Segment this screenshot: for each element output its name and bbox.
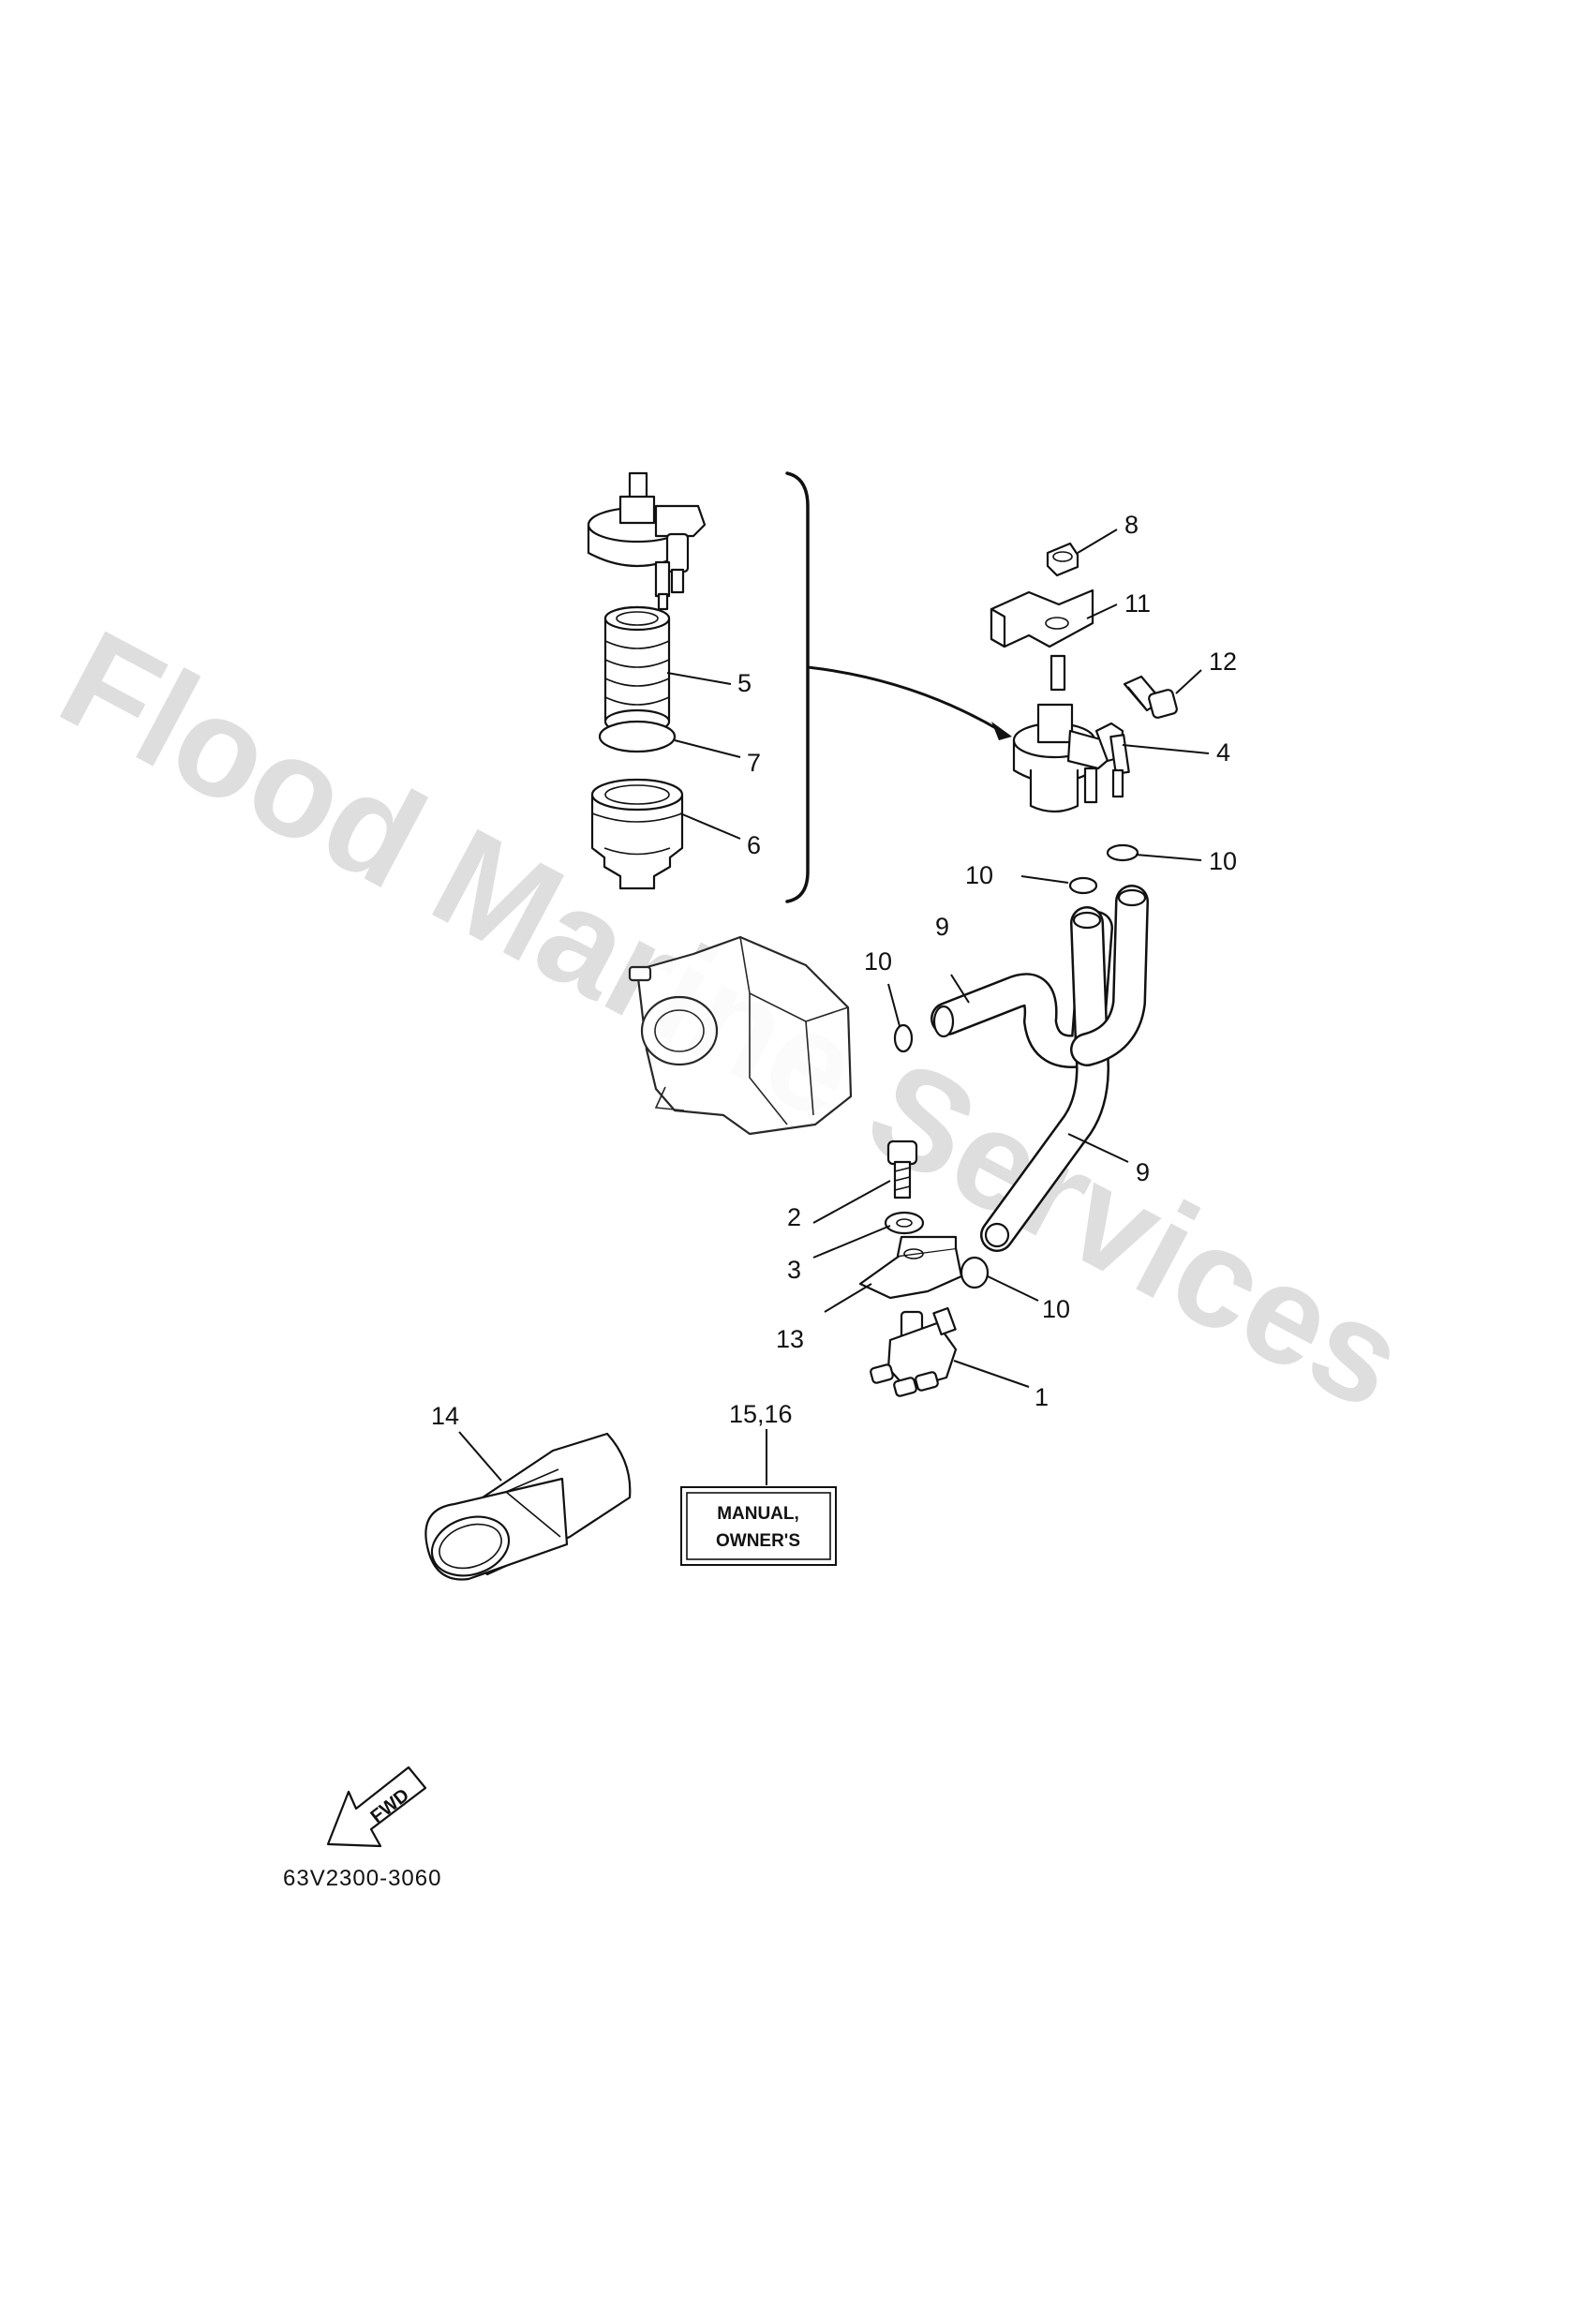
fuel-filter-exploded-group [587, 471, 1012, 903]
callout-5: 5 [737, 669, 752, 697]
callout-13: 13 [776, 1325, 804, 1353]
fwd-arrow-icon: FWD [326, 1765, 427, 1848]
callout-12: 12 [1209, 648, 1237, 676]
hose-clip-icon [1068, 876, 1098, 895]
hose-clip-icon [960, 1256, 990, 1289]
fuel-hose-icon [930, 885, 1149, 1252]
bracket-icon [990, 588, 1094, 648]
callout-4: 4 [1216, 738, 1230, 767]
diagram-code: 63V2300-3060 [283, 1866, 441, 1891]
callout-15-16: 15,16 [729, 1400, 793, 1428]
callout-3: 3 [787, 1256, 801, 1284]
callout-labels: 5 7 6 8 11 12 4 10 10 10 9 9 2 3 10 13 1… [431, 511, 1237, 1430]
callout-10b: 10 [965, 861, 993, 889]
callout-2: 2 [787, 1203, 801, 1231]
callout-10c: 10 [864, 947, 892, 976]
fuel-filter-head-icon [587, 471, 707, 611]
callout-10d: 10 [1042, 1295, 1070, 1323]
manual-plate-line2: OWNER'S [716, 1531, 800, 1551]
carburetor-icon [628, 935, 853, 1136]
callout-10a: 10 [1209, 847, 1237, 875]
callout-14: 14 [431, 1402, 459, 1430]
filter-element-icon [603, 605, 671, 735]
assembly-bracket [785, 471, 810, 903]
nut-icon [1046, 542, 1079, 577]
leader-lines [458, 529, 1210, 1485]
callout-9b: 9 [1136, 1158, 1150, 1186]
callout-11: 11 [1124, 589, 1151, 618]
o-ring-icon [598, 720, 677, 753]
manual-plate-line1: MANUAL, [717, 1504, 799, 1524]
fuel-joint-icon [858, 1140, 963, 1397]
hose-clip-icon [893, 1023, 914, 1053]
storage-bag-icon [424, 1432, 632, 1581]
callout-9a: 9 [935, 913, 949, 941]
callout-6: 6 [747, 831, 761, 859]
callout-7: 7 [747, 749, 761, 777]
fuel-filter-assembled-icon [990, 542, 1178, 813]
hose-clip-icon [1106, 843, 1139, 862]
callout-8: 8 [1124, 511, 1139, 539]
callout-1: 1 [1035, 1383, 1049, 1411]
owners-manual-plate: MANUAL, OWNER'S [680, 1486, 837, 1566]
filter-cup-icon [590, 778, 684, 890]
